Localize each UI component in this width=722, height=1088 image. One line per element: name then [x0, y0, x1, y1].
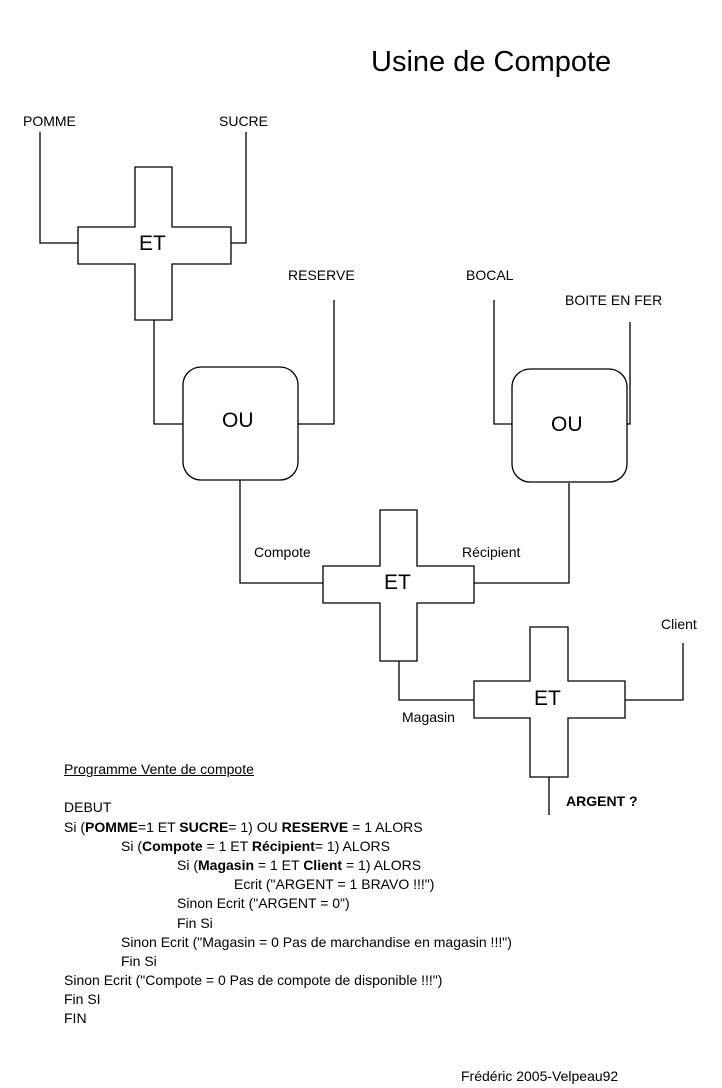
input-label-client: Client — [661, 616, 697, 632]
code-text: = 1) ALORS — [342, 856, 422, 873]
wire-magasin — [398, 661, 474, 701]
wire-boite — [627, 322, 631, 425]
program-line-9: Sinon Ecrit ("Compote = 0 Pas de compote… — [64, 972, 443, 989]
et2-gate-shape — [322, 509, 475, 662]
program-line-2: Si (Compote = 1 ET Récipient= 1) ALORS — [64, 837, 512, 856]
program-listing: Programme Vente de compote DEBUT Si (POM… — [64, 760, 512, 1029]
var-recipient: Récipient — [251, 837, 315, 854]
et1-gate-label: ET — [139, 232, 166, 255]
input-label-boite-en-fer: BOITE EN FER — [565, 292, 663, 308]
program-line-5: Sinon Ecrit ("ARGENT = 0") — [177, 895, 350, 912]
wire-pomme — [39, 132, 78, 244]
wire-label-magasin: Magasin — [402, 709, 455, 725]
var-sucre: SUCRE — [179, 818, 229, 835]
program-line-6: Fin Si — [177, 914, 213, 931]
ou1-gate-shape — [182, 366, 299, 481]
et1-gate-shape — [77, 166, 232, 321]
et3-gate-shape — [473, 626, 626, 778]
code-text: Si ( — [64, 818, 85, 835]
wire-compote — [239, 480, 323, 584]
var-client: Client — [303, 856, 343, 873]
input-label-pomme: POMME — [23, 113, 76, 129]
program-heading: Programme Vente de compote — [64, 761, 254, 777]
code-text: =1 ET — [137, 818, 180, 835]
var-pomme: POMME — [85, 818, 138, 835]
wire-reserve — [298, 300, 335, 425]
program-line-fin: FIN — [64, 1010, 87, 1027]
wire-client — [625, 643, 684, 701]
var-reserve: RESERVE — [281, 818, 349, 835]
code-text: = 1 ALORS — [348, 818, 423, 835]
wire-bocal — [493, 300, 512, 425]
program-line-7: Sinon Ecrit ("Magasin = 0 Pas de marchan… — [121, 933, 512, 950]
wire-label-compote: Compote — [254, 544, 311, 560]
code-text: = 1 ET — [202, 837, 252, 854]
wire-label-recipient: Récipient — [462, 544, 521, 560]
ou1-gate-label: OU — [222, 409, 254, 432]
et3-gate-label: ET — [534, 687, 561, 710]
program-line-1: Si (POMME=1 ET SUCRE= 1) OU RESERVE = 1 … — [64, 818, 512, 837]
code-text: = 1) ALORS — [314, 837, 390, 854]
et2-gate-label: ET — [384, 571, 411, 594]
wire-recipient — [474, 483, 570, 584]
var-compote: Compote — [142, 837, 203, 854]
ou2-gate-shape — [511, 368, 628, 483]
program-line-10: Fin SI — [64, 991, 101, 1008]
input-label-reserve: RESERVE — [288, 267, 355, 283]
program-blank-line — [64, 779, 512, 798]
program-line-8: Fin Si — [121, 952, 157, 969]
wire-et1-ou1 — [153, 320, 183, 425]
var-magasin: Magasin — [198, 856, 255, 873]
input-label-sucre: SUCRE — [219, 113, 269, 129]
code-text: = 1 ET — [254, 856, 304, 873]
code-text: Si ( — [177, 856, 198, 873]
program-line-3: Si (Magasin = 1 ET Client = 1) ALORS — [64, 856, 512, 875]
author-credit: Frédéric 2005-Velpeau92 — [461, 1068, 619, 1084]
program-line-4: Ecrit ("ARGENT = 1 BRAVO !!!") — [234, 876, 435, 893]
input-label-bocal: BOCAL — [466, 267, 514, 283]
diagram-title: Usine de Compote — [371, 46, 612, 78]
wire-sucre — [231, 132, 247, 244]
output-label-argent: ARGENT ? — [566, 793, 638, 809]
code-text: = 1) OU — [228, 818, 282, 835]
program-line-debut: DEBUT — [64, 799, 112, 816]
ou2-gate-label: OU — [551, 413, 583, 436]
code-text: Si ( — [121, 837, 142, 854]
